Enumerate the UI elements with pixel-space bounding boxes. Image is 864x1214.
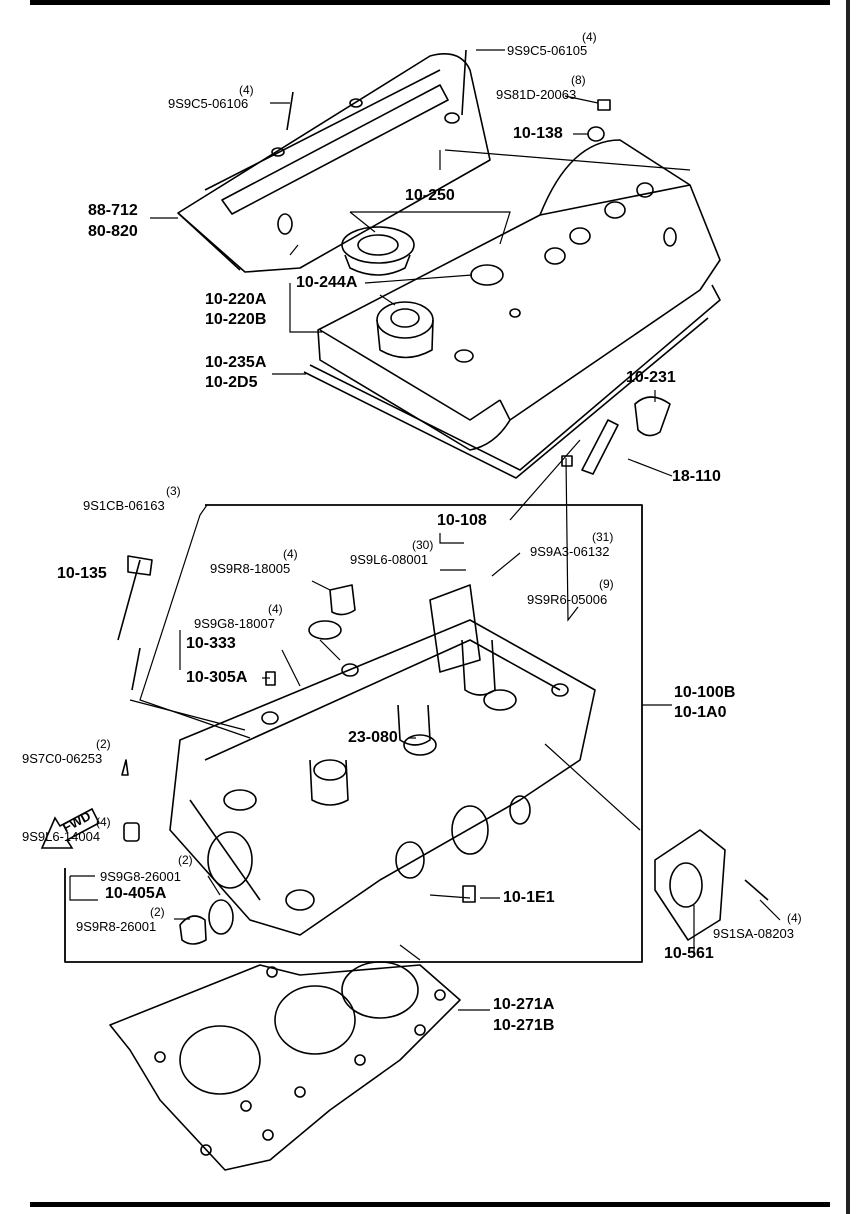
nut-9s81d-20063 [597,99,611,111]
part-9s9g8-18007: 9S9G8-18007 [194,616,275,631]
part-88-712: 88-712 [88,202,138,219]
part-10-244a: 10-244A [296,274,358,291]
oring-9s9g8-18007 [308,620,342,640]
part-10-220a: 10-220A [205,291,267,308]
qty-9s9l6-14004: (4) [96,815,111,829]
qty-9s81d-20063: (8) [571,73,586,87]
part-9s1sa-08203: 9S1SA-08203 [713,926,794,941]
head-gasket-drawing [109,961,461,1171]
part-9s9r8-26001: 9S9R8-26001 [76,919,157,934]
lower-cover-drawing [317,139,721,451]
qty-9s9r8-18005: (4) [283,547,298,561]
fwd-arrow-icon [40,807,101,849]
qty-9s1sa-08203: (4) [787,911,802,925]
cam-cap-drawing [429,584,481,673]
part-9s9l6-14004: 9S9L6-14004 [22,829,101,844]
part-10-305a: 10-305A [186,669,248,686]
seal-drawing [470,264,504,286]
qty-9s7c0-06253: (2) [96,737,111,751]
nut-9s9r6-05006 [561,455,573,467]
part-10-271b: 10-271B [493,1017,555,1034]
plug-9s9r8-18005 [329,584,356,616]
bolt-9s9c5-06105 [461,49,467,116]
filler-cap-drawing [341,226,415,276]
part-10-405a: 10-405A [105,885,167,902]
qty-9s9a3-06132: (31) [592,530,614,544]
qty-9s9g8-26001: (2) [178,853,193,867]
part-10-561: 10-561 [664,945,714,962]
cover-plate-drawing [654,829,726,941]
part-10-220b: 10-220B [205,311,267,328]
part-9s9g8-26001: 9S9G8-26001 [100,869,181,884]
part-9s7c0-06253: 9S7C0-06253 [22,751,103,766]
qty-9s9r8-26001: (2) [150,905,165,919]
part-80-820: 80-820 [88,223,138,240]
plug-cap-drawing [634,396,671,437]
part-9s9a3-06132: 9S9A3-06132 [530,544,610,559]
bolt-9s9c5-06106 [286,91,294,131]
page-edge [846,0,850,1214]
part-9s1cb-06163: 9S1CB-06163 [83,498,165,513]
part-10-333: 10-333 [186,635,236,652]
part-9s9c5-06105: 9S9C5-06105 [507,43,588,58]
part-10-135: 10-135 [57,565,107,582]
part-10-138: 10-138 [513,125,563,142]
bolt-9s1sa-08203 [744,879,769,901]
plug-9s9l6-14004 [123,822,140,842]
part-10-1a0: 10-1A0 [674,704,727,721]
top-border [30,0,830,5]
part-18-110: 18-110 [672,468,721,485]
spark-plug-drawing [581,419,619,475]
part-10-231: 10-231 [626,369,676,386]
bolt-9s7c0-06253 [121,759,129,776]
upper-cover-drawing [177,53,491,273]
part-10-235a: 10-235A [205,354,267,371]
part-9s81d-20063: 9S81D-20063 [496,87,577,102]
cover-gasket-drawing [309,284,721,471]
qty-9s1cb-06163: (3) [166,484,181,498]
part-10-108: 10-108 [437,512,487,529]
qty-9s9r6-05006: (9) [599,577,614,591]
part-10-100b: 10-100B [674,684,736,701]
part-9s9l6-08001: 9S9L6-08001 [350,552,429,567]
part-10-2d5: 10-2D5 [205,374,258,391]
part-9s9r6-05006: 9S9R6-05006 [527,592,608,607]
part-10-1e1: 10-1E1 [503,889,555,906]
qty-9s9c5-06106: (4) [239,83,254,97]
qty-9s9l6-08001: (30) [412,538,434,552]
qty-9s9g8-18007: (4) [268,602,283,616]
qty-9s9c5-06105: (4) [582,30,597,44]
part-23-080: 23-080 [348,729,398,746]
part-10-250: 10-250 [405,187,455,204]
part-10-271a: 10-271A [493,996,555,1013]
cylinder-head-drawing [169,619,596,936]
washer-drawing [587,126,605,142]
sensor-10-1e1 [462,885,476,903]
plug-9s9r8-26001 [179,915,207,945]
bottom-border [30,1202,830,1207]
part-9s9c5-06106: 9S9C5-06106 [168,96,249,111]
part-9s9r8-18005: 9S9R8-18005 [210,561,291,576]
oring-9s9g8-26001 [208,899,234,935]
